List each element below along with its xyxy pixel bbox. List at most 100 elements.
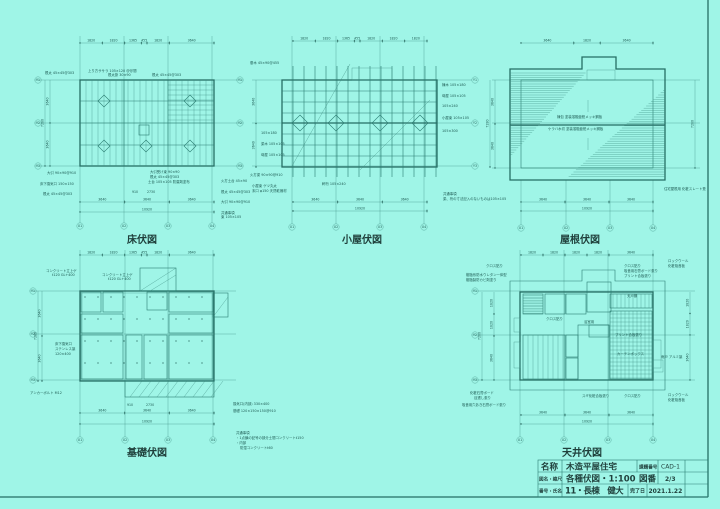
note: 天戸棚 bbox=[627, 293, 638, 298]
brace-diamond bbox=[139, 139, 153, 153]
dimension-label: 3640 bbox=[143, 198, 151, 202]
grid-bubble-x bbox=[516, 436, 524, 444]
dimension-tick bbox=[359, 40, 361, 42]
anchor-point bbox=[149, 296, 151, 298]
note: クロス貼り bbox=[486, 263, 503, 268]
dimension-label: 1365 bbox=[129, 251, 137, 255]
grid-label: X3 bbox=[606, 438, 610, 442]
dimension-tick bbox=[140, 42, 143, 44]
tatami-ceiling bbox=[609, 310, 653, 380]
anchor-point bbox=[188, 318, 190, 320]
note: 根太 45×45@303 bbox=[150, 174, 179, 179]
note: アンカーボルト M12 bbox=[30, 390, 62, 395]
dimension-label: 1820 bbox=[583, 39, 591, 43]
dimension-tick bbox=[493, 335, 495, 337]
dimension-label: 7280 bbox=[691, 120, 695, 128]
grid-bubble-x bbox=[606, 224, 614, 232]
task-value: CAD-1 bbox=[661, 464, 680, 471]
dimension-label: 3640 bbox=[401, 198, 409, 202]
dimension-tick bbox=[101, 42, 104, 44]
dimension-tick bbox=[37, 380, 39, 382]
anchor-point bbox=[84, 340, 86, 342]
title-block-border bbox=[537, 459, 709, 498]
anchor-point bbox=[175, 296, 177, 298]
dimension-tick bbox=[140, 254, 143, 256]
grid-bubble-x bbox=[376, 223, 384, 231]
dimension-tick bbox=[426, 201, 428, 203]
note: 共通事項 bbox=[221, 210, 235, 215]
grid-label: X2 bbox=[123, 438, 127, 442]
dimension-label: 7280 bbox=[486, 119, 490, 127]
footing-room bbox=[80, 291, 102, 313]
dimension-tick bbox=[255, 166, 257, 168]
footing-room bbox=[168, 334, 214, 380]
dimension-tick bbox=[146, 254, 148, 256]
note: 梁木 105×105 bbox=[261, 141, 285, 146]
anchor-point bbox=[175, 362, 177, 364]
note: 化粧石膏ボード bbox=[470, 390, 494, 395]
closet bbox=[565, 357, 579, 380]
dimension-label: 3640 bbox=[188, 409, 196, 413]
dimension-tick bbox=[599, 42, 601, 44]
note: 棟包 塗装溶融亜鉛メッキ鋼板 bbox=[557, 114, 603, 119]
dimension-tick bbox=[292, 40, 294, 42]
dimension-label: 455 bbox=[141, 39, 147, 43]
dimension-label: 10920 bbox=[582, 207, 592, 211]
note: 束 105×105 bbox=[221, 214, 241, 219]
dimension-label: 1820 bbox=[594, 251, 602, 255]
brace-diamond bbox=[291, 114, 309, 132]
grid-label: Y1 bbox=[473, 78, 477, 82]
dimension-tick bbox=[168, 201, 171, 203]
note: 母屋 105×105 bbox=[442, 93, 466, 98]
dimension-label: 3640 bbox=[38, 309, 42, 317]
note: コンクリート立上ゲ bbox=[46, 268, 77, 273]
footing-room bbox=[143, 334, 168, 380]
dimension-label: 3640 bbox=[356, 198, 364, 202]
dimension-tick bbox=[520, 42, 522, 44]
dimension-tick bbox=[381, 40, 384, 42]
dimension-label: 1820 bbox=[490, 299, 494, 307]
grid-bubble-x bbox=[208, 222, 216, 230]
dimension-label: 3640 bbox=[627, 411, 635, 415]
dimension-label: 1820 bbox=[528, 251, 536, 255]
dim: 2730 bbox=[147, 190, 155, 194]
grid-label: X4 bbox=[651, 438, 655, 442]
drawing-label: 図名・縮尺 bbox=[539, 476, 562, 483]
ceiling-annotations: クロス貼り 樹脂系防水ウレタン一体型 樹脂製防カビ剤塗り クロス貼り 吸音用石膏… bbox=[462, 258, 689, 407]
grid-label: X1 bbox=[290, 225, 294, 229]
slab-hatch bbox=[147, 380, 161, 398]
dimension-label: 3640 bbox=[98, 409, 106, 413]
grid-bubble-x bbox=[164, 222, 172, 230]
dimension-tick bbox=[689, 312, 691, 315]
note: 土台 105×105 防腐剤塗布 bbox=[148, 179, 190, 184]
dimension-tick bbox=[101, 254, 104, 256]
dimension-tick bbox=[123, 42, 126, 44]
note: 基礎 120×150×150@910 bbox=[233, 408, 276, 413]
step-footing bbox=[212, 292, 229, 318]
note: 小屋束 105×105 bbox=[442, 115, 469, 120]
note: 根太 45×45@303 bbox=[43, 191, 72, 196]
dimension-label: 3640 bbox=[539, 411, 547, 415]
dimension-label: 1820 bbox=[550, 251, 558, 255]
dimension-label: 3640 bbox=[188, 251, 196, 255]
date-value: 2021.1.22 bbox=[649, 488, 683, 495]
dimension-tick bbox=[489, 166, 491, 168]
note: カーテンボックス bbox=[617, 351, 645, 356]
dimension-tick bbox=[213, 254, 215, 256]
note: 根太掛 30×90 bbox=[108, 72, 131, 77]
dimension-tick bbox=[314, 40, 317, 42]
floor-annotations: 上り方ササラ 105×120 @@間 根太掛 30×90 根太 45×45@30… bbox=[40, 68, 250, 219]
note: 105×240 bbox=[442, 104, 458, 108]
slab-hatch bbox=[183, 380, 197, 398]
note: クロス貼り bbox=[624, 393, 641, 398]
roof-frame-plan-title: 小屋伏図 bbox=[341, 233, 382, 246]
living-ceiling bbox=[522, 334, 566, 380]
dimension-label: 1820 bbox=[686, 320, 690, 328]
dimension-label: 7280 bbox=[478, 332, 482, 340]
roof-frame-annotations: 垂木 45×90@455 棟木 105×180 母屋 105×105 105×2… bbox=[250, 60, 506, 201]
slab-area bbox=[124, 380, 215, 398]
anchor-point bbox=[110, 296, 112, 298]
note: 床下換気口 150×150 bbox=[40, 181, 74, 186]
dimension-label: 455 bbox=[354, 37, 360, 41]
anchor-point bbox=[123, 296, 125, 298]
